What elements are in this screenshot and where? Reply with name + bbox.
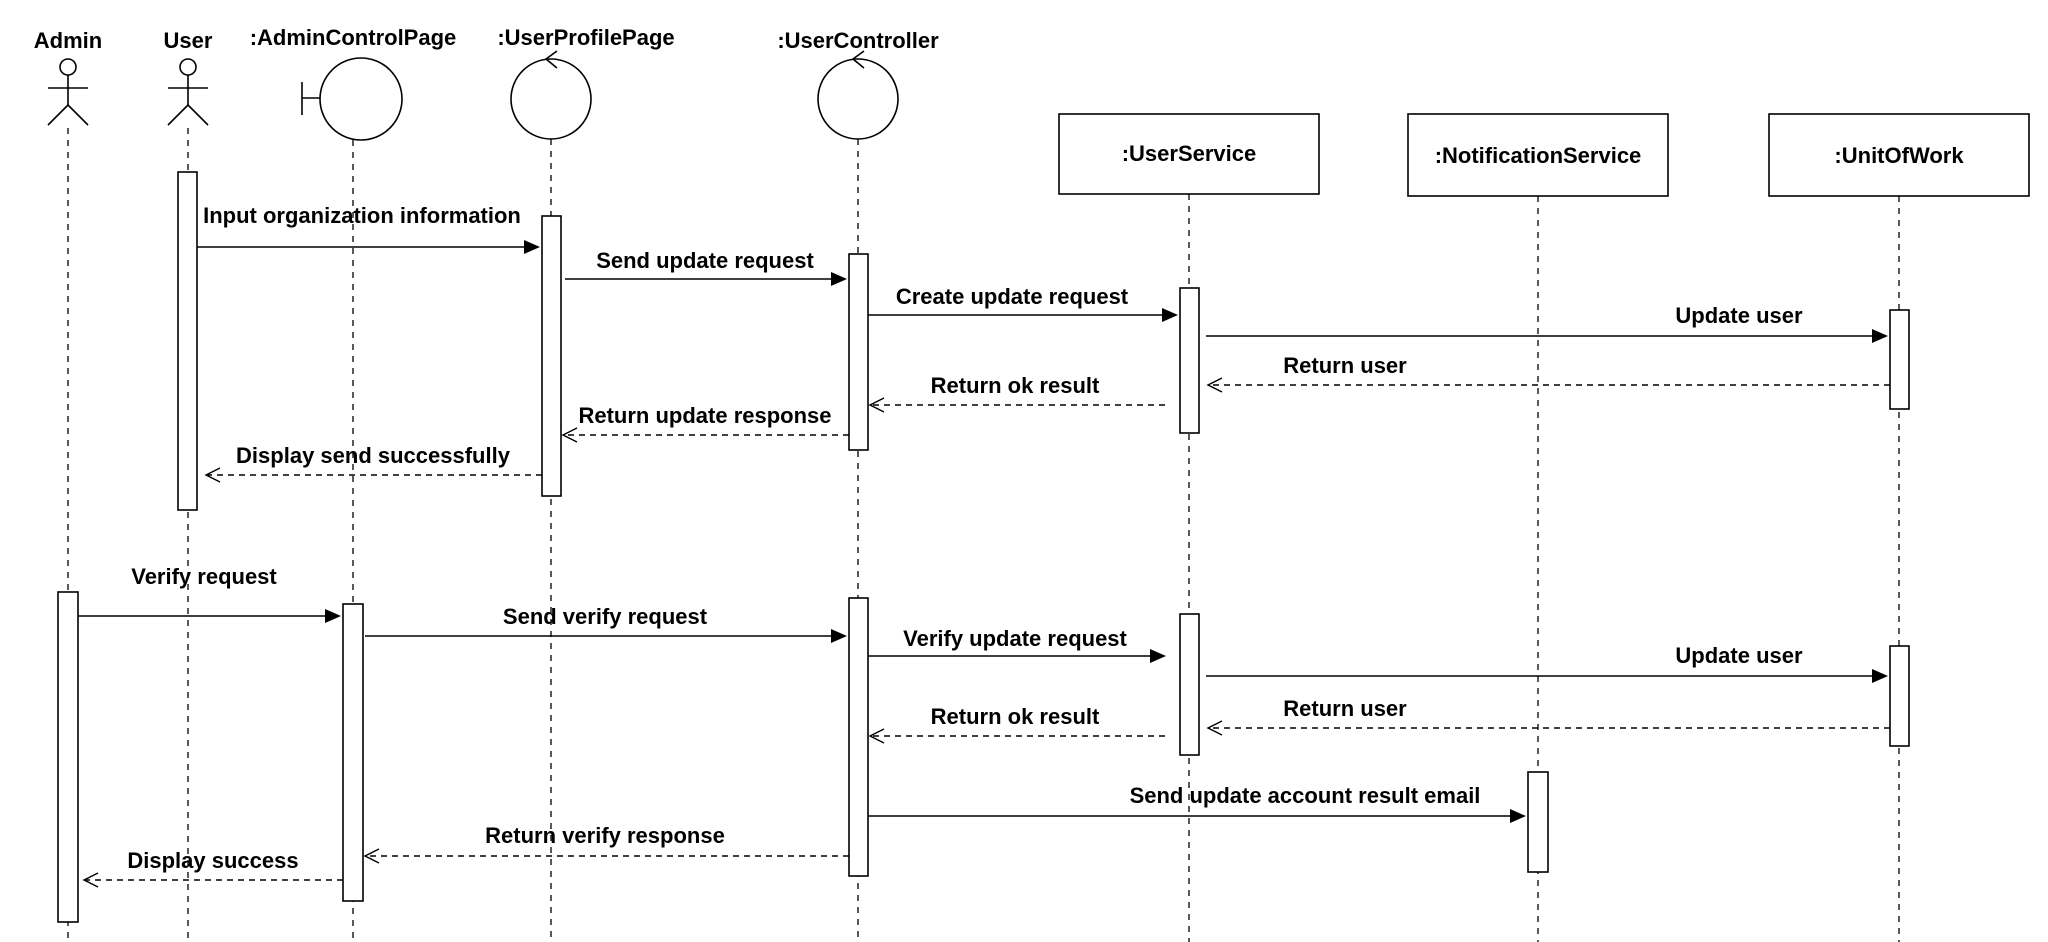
return-message-display-send-successfully: Display send successfully	[204, 443, 542, 483]
participant-label-notification-service: :NotificationService	[1435, 143, 1642, 168]
activation-bar-user-controller	[848, 253, 869, 451]
user-actor-icon	[167, 58, 209, 126]
participant-label-admin: Admin	[34, 28, 102, 53]
message-label: Verify request	[131, 564, 277, 589]
message-input-organization-information: Input organization information	[197, 203, 540, 254]
participant-label-admin-control-page: :AdminControlPage	[250, 25, 457, 50]
message-label: Send update request	[596, 248, 814, 273]
return-message-return-user: Return user	[1206, 353, 1890, 393]
activation-bar-user-service	[1179, 287, 1200, 434]
message-label: Create update request	[896, 284, 1129, 309]
control-icon	[510, 50, 592, 140]
activation-bar-unit-of-work	[1889, 645, 1910, 747]
boundary-icon	[301, 57, 403, 141]
message-label: Return verify response	[485, 823, 725, 848]
participant-label-unit-of-work: :UnitOfWork	[1834, 143, 1964, 168]
participant-label-user: User	[164, 28, 213, 53]
message-label: Display success	[127, 848, 298, 873]
activation-bar-user-service	[1179, 613, 1200, 756]
activation-bar-admin-control-page	[342, 603, 364, 902]
message-send-update-account-result-email: Send update account result email	[868, 783, 1526, 823]
participant-box-notification-service	[1407, 113, 1669, 197]
return-message-return-verify-response: Return verify response	[363, 823, 849, 864]
message-label: Return user	[1283, 696, 1407, 721]
message-send-update-request: Send update request	[565, 248, 847, 286]
activation-bar-unit-of-work	[1889, 309, 1910, 410]
message-label: Update user	[1675, 303, 1803, 328]
message-label: Display send successfully	[236, 443, 511, 468]
message-label: Send verify request	[503, 604, 708, 629]
activation-bar-user	[177, 171, 198, 511]
participant-label-user-controller: :UserController	[777, 28, 939, 53]
participant-label-user-profile-page: :UserProfilePage	[497, 25, 674, 50]
message-label: Verify update request	[903, 626, 1127, 651]
message-label: Input organization information	[203, 203, 521, 228]
control-icon	[817, 50, 899, 140]
message-label: Return ok result	[931, 704, 1100, 729]
activation-bar-user-profile-page	[541, 215, 562, 497]
message-update-user: Update user	[1206, 303, 1888, 343]
message-label: Update user	[1675, 643, 1803, 668]
return-message-return-ok-result: Return ok result	[868, 373, 1165, 413]
message-create-update-request: Create update request	[868, 284, 1178, 322]
return-message-return-user: Return user	[1206, 696, 1890, 736]
message-send-verify-request: Send verify request	[365, 604, 847, 643]
admin-actor-icon	[47, 58, 89, 126]
activation-bar-user-controller	[848, 597, 869, 877]
message-verify-update-request: Verify update request	[868, 626, 1166, 663]
return-message-return-ok-result: Return ok result	[868, 704, 1165, 744]
participant-label-user-service: :UserService	[1122, 141, 1257, 166]
activation-bar-notification-service	[1527, 771, 1549, 873]
return-message-display-success: Display success	[82, 848, 343, 888]
message-label: Return update response	[578, 403, 831, 428]
message-update-user: Update user	[1206, 643, 1888, 683]
message-verify-request: Verify request	[78, 564, 341, 623]
return-message-return-update-response: Return update response	[561, 403, 849, 443]
message-label: Return user	[1283, 353, 1407, 378]
message-label: Return ok result	[931, 373, 1100, 398]
message-label: Send update account result email	[1130, 783, 1481, 808]
participant-box-unit-of-work	[1768, 113, 2030, 197]
activation-bar-admin	[57, 591, 79, 923]
